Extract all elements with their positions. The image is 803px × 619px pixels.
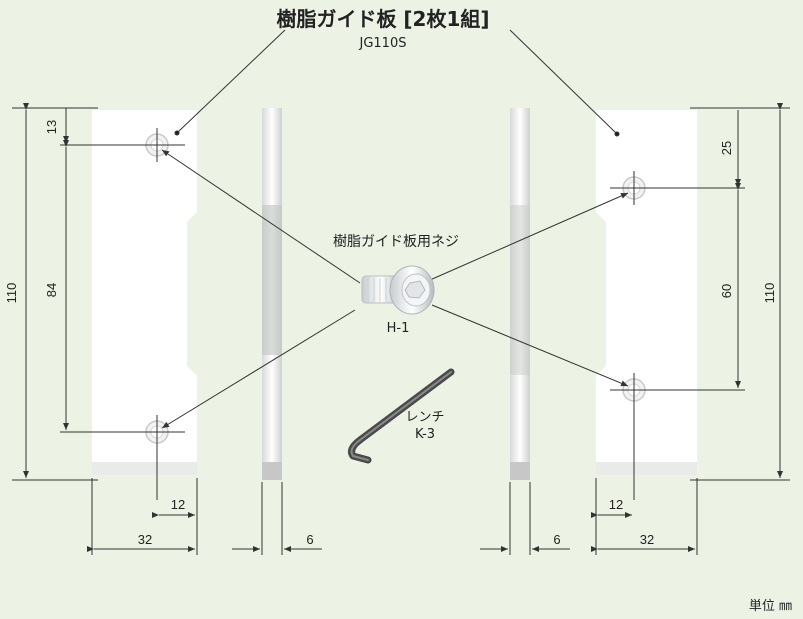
title-text: 樹脂ガイド板 [2枚1組] bbox=[276, 7, 489, 31]
screw-image bbox=[361, 265, 435, 315]
left-plate bbox=[92, 110, 197, 475]
dim-left-hole-pitch: 84 bbox=[44, 283, 59, 297]
dim-left-top-offset: 13 bbox=[44, 120, 59, 134]
screw-arrows bbox=[161, 149, 629, 429]
left-dimension-lines bbox=[12, 103, 790, 555]
dim-left-hole-x: 12 bbox=[171, 497, 185, 512]
dim-right-hole-x: 12 bbox=[609, 497, 623, 512]
title-leaders bbox=[174, 29, 620, 137]
hole-centerlines bbox=[60, 128, 745, 500]
unit-label: 単位 ㎜ bbox=[749, 598, 792, 614]
wrench-label: レンチ bbox=[405, 410, 444, 425]
dim-right-top-offset: 25 bbox=[719, 141, 734, 155]
dim-left-height: 110 bbox=[4, 283, 19, 304]
dim-left-width: 32 bbox=[138, 532, 152, 547]
wrench-code: K-3 bbox=[415, 427, 435, 442]
wrench-image bbox=[348, 368, 455, 464]
right-plate-side-view bbox=[510, 108, 530, 480]
screw-code: H-1 bbox=[387, 321, 410, 336]
dim-right-hole-pitch: 60 bbox=[719, 284, 734, 298]
screw-label: 樹脂ガイド板用ネジ bbox=[333, 234, 459, 250]
dim-right-thickness: 6 bbox=[553, 532, 560, 547]
left-plate-side-view bbox=[262, 108, 282, 480]
right-plate bbox=[596, 110, 697, 475]
dim-left-thickness: 6 bbox=[306, 532, 313, 547]
dim-right-width: 32 bbox=[640, 532, 654, 547]
dim-right-height: 110 bbox=[762, 283, 777, 304]
part-number-text: JG110S bbox=[359, 36, 407, 51]
